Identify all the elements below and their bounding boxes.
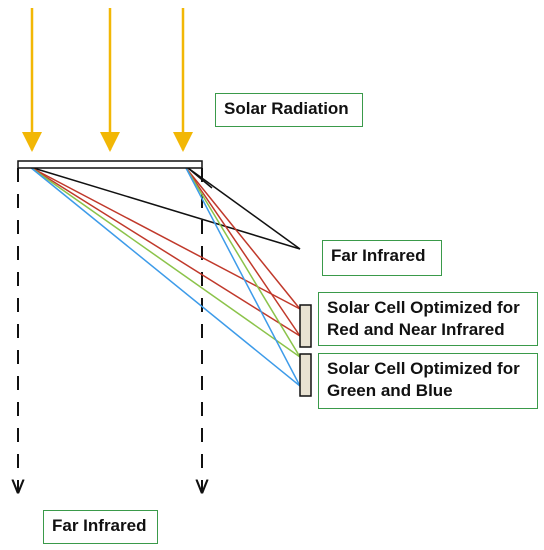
solar-cell-green-line1: Solar Cell Optimized for bbox=[327, 359, 520, 378]
solar-radiation-text: Solar Radiation bbox=[224, 99, 349, 118]
solar-cell-green-line2: Green and Blue bbox=[327, 381, 453, 400]
transmitted-far-infrared-arrows bbox=[18, 168, 202, 492]
green-rays bbox=[29, 166, 301, 358]
far-infrared-bottom-text: Far Infrared bbox=[52, 516, 147, 535]
solar-cell-red-near-infrared bbox=[299, 304, 312, 348]
far-infrared-rays bbox=[29, 166, 301, 250]
spectral-splitting-mirror bbox=[17, 160, 203, 169]
solar-radiation-arrows bbox=[22, 8, 193, 152]
solar-cell-red-line1: Solar Cell Optimized for bbox=[327, 298, 520, 317]
far-infrared-label-bottom: Far Infrared bbox=[43, 510, 158, 544]
red-near-infrared-rays bbox=[29, 166, 301, 337]
far-infrared-right-text: Far Infrared bbox=[331, 246, 426, 265]
solar-cell-green-label: Solar Cell Optimized for Green and Blue bbox=[318, 353, 538, 409]
solar-cell-red-line2: Red and Near Infrared bbox=[327, 320, 505, 339]
solar-cell-red-label: Solar Cell Optimized for Red and Near In… bbox=[318, 292, 538, 346]
blue-rays bbox=[29, 166, 301, 387]
solar-cell-green-blue bbox=[299, 353, 312, 397]
solar-radiation-label: Solar Radiation bbox=[215, 93, 363, 127]
far-infrared-label-right: Far Infrared bbox=[322, 240, 442, 276]
